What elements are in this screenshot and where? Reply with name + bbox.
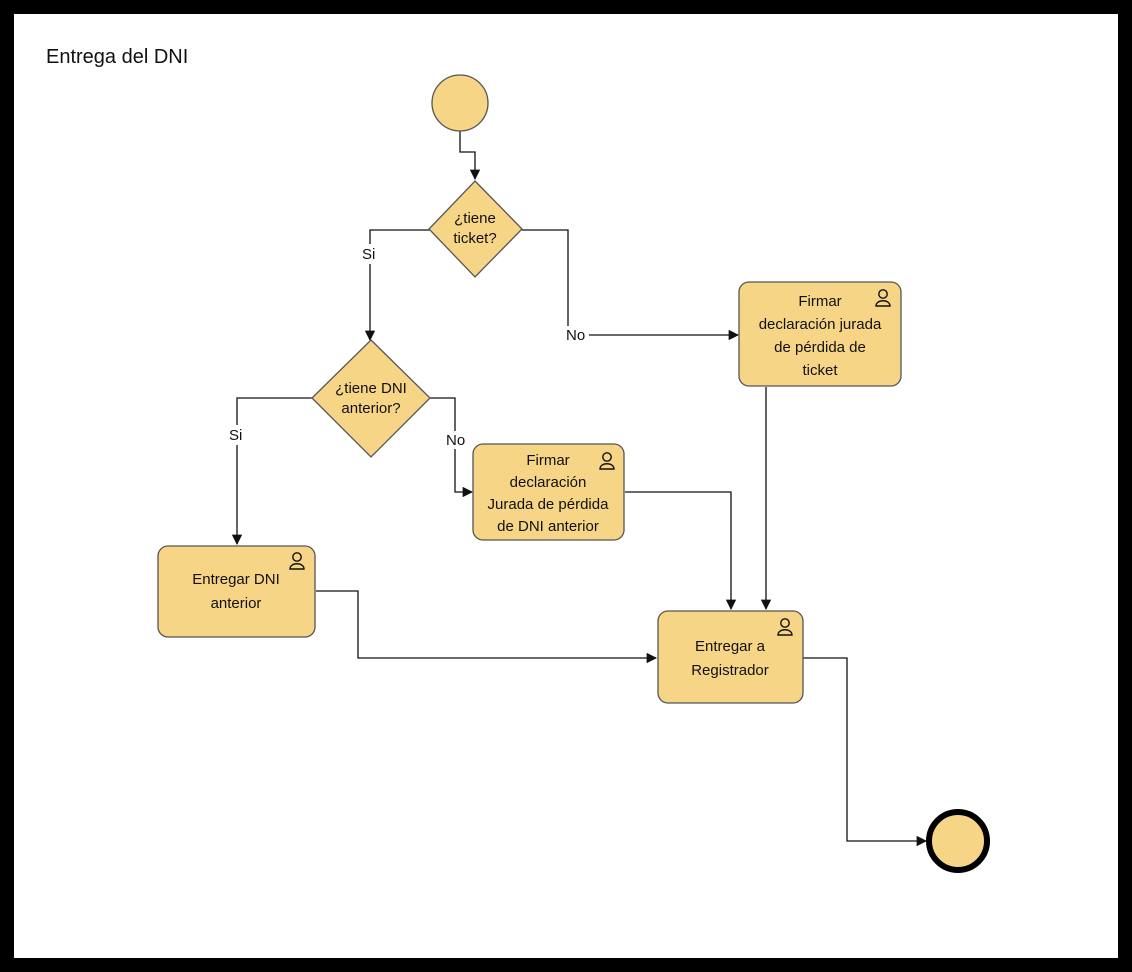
- task-firmar-dni[interactable]: Firmar declaración Jurada de pérdida de …: [472, 443, 625, 541]
- flow-firmar-dni-to-registrador: [625, 491, 737, 611]
- flow-start-to-ticket: [459, 130, 481, 181]
- connectors: [231, 130, 928, 847]
- task-entregar-registrador[interactable]: Entregar a Registrador: [657, 610, 804, 704]
- label-ticket-si: Si: [362, 246, 375, 263]
- decision-ticket-line-2: ticket?: [453, 230, 496, 247]
- task-registrador-line-1: Entregar a: [695, 638, 766, 655]
- task-firmar-dni-line-3: Jurada de pérdida: [488, 496, 610, 513]
- decision-dni-line-2: anterior?: [341, 400, 400, 417]
- task-firmar-ticket[interactable]: Firmar declaración jurada de pérdida de …: [738, 281, 902, 387]
- label-ticket-no: No: [566, 327, 585, 344]
- task-registrador-line-2: Registrador: [691, 662, 769, 679]
- flow-dni-si: [231, 397, 313, 546]
- task-firmar-dni-line-2: declaración: [510, 474, 587, 491]
- diagram-title: Entrega del DNI: [46, 46, 189, 68]
- end-event[interactable]: [926, 809, 990, 873]
- label-dni-no: No: [446, 432, 465, 449]
- task-firmar-ticket-line-1: Firmar: [798, 293, 841, 310]
- task-firmar-ticket-line-2: declaración jurada: [759, 316, 882, 333]
- flow-registrador-to-end: [803, 657, 928, 847]
- start-event[interactable]: [431, 74, 489, 132]
- task-firmar-ticket-line-3: de pérdida de: [774, 339, 866, 356]
- decision-dni-line-1: ¿tiene DNI: [335, 380, 407, 397]
- flow-ticket-si: [364, 229, 430, 342]
- task-entregar-dni-line-2: anterior: [211, 595, 262, 612]
- task-firmar-dni-line-1: Firmar: [526, 452, 569, 469]
- task-entregar-dni[interactable]: Entregar DNI anterior: [157, 545, 316, 638]
- task-entregar-dni-line-1: Entregar DNI: [192, 571, 280, 588]
- decision-dni-anterior[interactable]: ¿tiene DNI anterior?: [311, 339, 431, 458]
- flow-entregar-dni-to-registrador: [316, 590, 658, 664]
- edge-labels: Si No Si No: [227, 244, 589, 449]
- task-firmar-dni-line-4: de DNI anterior: [497, 518, 599, 535]
- task-firmar-ticket-line-4: ticket: [802, 362, 838, 379]
- flow-ticket-no: [522, 229, 740, 341]
- decision-ticket-line-1: ¿tiene: [454, 210, 496, 227]
- label-dni-si: Si: [229, 427, 242, 444]
- decision-ticket[interactable]: ¿tiene ticket?: [428, 180, 523, 278]
